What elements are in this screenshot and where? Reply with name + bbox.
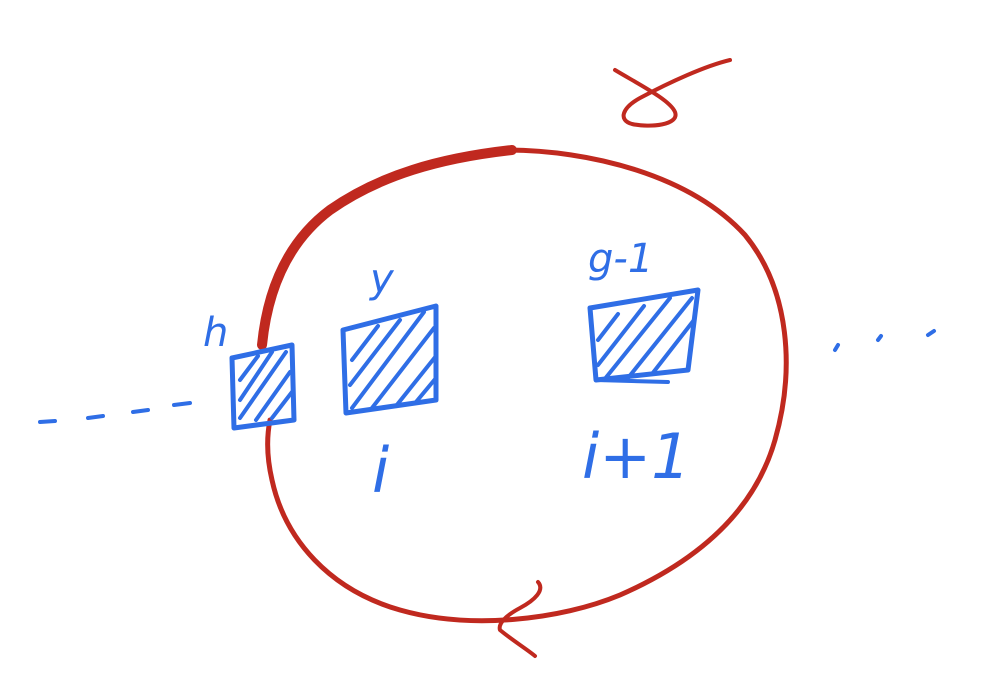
right-continuation-dots xyxy=(833,329,936,352)
label-right-box-bottom: i+1 xyxy=(582,420,691,493)
label-middle-box-bottom: i xyxy=(372,434,389,507)
label-right-box-top: g-1 xyxy=(588,236,653,282)
left-box xyxy=(229,342,297,431)
label-middle-box-top: y xyxy=(369,256,395,302)
direction-arrow-mark xyxy=(497,580,543,658)
left-continuation-dashes xyxy=(38,401,192,424)
cross-mark xyxy=(613,58,732,128)
right-box xyxy=(587,287,701,384)
label-left-box-top: h xyxy=(203,310,228,356)
middle-box xyxy=(340,303,439,416)
cycle-loop xyxy=(257,145,789,624)
